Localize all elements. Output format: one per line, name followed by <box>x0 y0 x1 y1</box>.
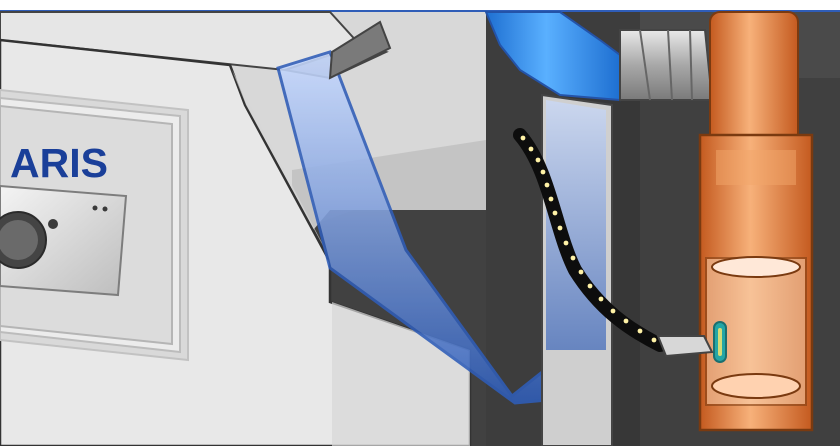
cable-light <box>571 256 576 261</box>
cutaway-bottom-ring <box>712 374 800 398</box>
copper-pipe <box>710 12 798 152</box>
cable-light <box>529 147 534 152</box>
aris-logo: ARIS <box>10 140 108 186</box>
cable-light <box>652 338 657 343</box>
cable-light <box>564 241 569 246</box>
cable-light <box>536 158 541 163</box>
cable-light <box>638 329 643 334</box>
cutaway-top-ring <box>712 257 800 277</box>
cable-light <box>599 297 604 302</box>
cable-light <box>558 226 563 231</box>
meter-indicator-1 <box>93 206 98 211</box>
cable-light <box>579 270 584 275</box>
cable-light <box>521 136 526 141</box>
cable-termination <box>658 336 712 356</box>
sensor-lens-highlight <box>718 328 722 356</box>
housing-highlight <box>716 150 796 185</box>
compression-fitting <box>620 30 712 100</box>
cable-light <box>624 319 629 324</box>
cable-light <box>553 211 558 216</box>
cable-light <box>588 284 593 289</box>
cable-light <box>611 309 616 314</box>
cable-light <box>541 170 546 175</box>
cable-light <box>545 183 550 188</box>
cable-light <box>549 197 554 202</box>
meter-indicator-2 <box>103 207 108 212</box>
meter-screw <box>48 219 58 229</box>
